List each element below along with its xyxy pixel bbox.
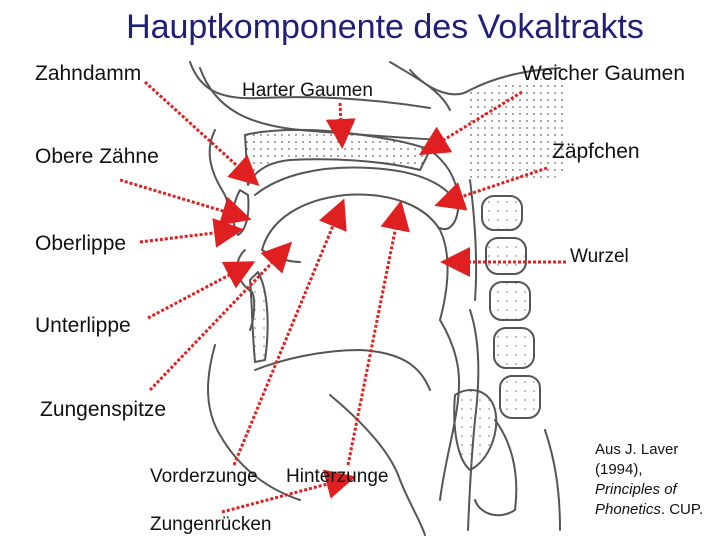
- source-line-4: Phonetics. CUP.: [595, 500, 703, 520]
- arrow-vorderzunge: [232, 198, 347, 466]
- source-line-2: (1994),: [595, 461, 643, 478]
- label-weicher-gaumen: Weicher Gaumen: [522, 62, 686, 85]
- source-line-3: Principles of: [595, 481, 677, 498]
- pointer-arrows: [119, 80, 566, 514]
- arrow-harter-gaumen: [325, 102, 356, 149]
- label-zungenruecken: Zungenrücken: [150, 514, 272, 535]
- arrow-zaepfchen: [434, 166, 548, 211]
- label-obere-zaehne: Obere Zähne: [35, 145, 159, 168]
- label-vorderzunge: Vorderzunge: [150, 466, 258, 487]
- label-oberlippe: Oberlippe: [35, 232, 127, 255]
- source-citation: Aus J. Laver (1994), Principles of Phone…: [595, 440, 703, 520]
- arrow-zungenruecken: [221, 469, 356, 514]
- label-harter-gaumen: Harter Gaumen: [242, 80, 373, 101]
- arrow-obere-zaehne: [119, 178, 252, 226]
- arrow-zungenspitze: [148, 241, 293, 392]
- label-zungenspitze: Zungenspitze: [40, 398, 167, 421]
- arrow-hinterzunge: [346, 200, 410, 466]
- label-zaepfchen: Zäpfchen: [552, 140, 640, 163]
- vocal-tract-drawing: [189, 61, 565, 536]
- label-zahndamm: Zahndamm: [35, 62, 142, 85]
- source-line-1: Aus J. Laver: [595, 441, 679, 458]
- arrow-unterlippe: [147, 261, 256, 320]
- label-wurzel: Wurzel: [570, 246, 629, 267]
- arrow-oberlippe: [139, 218, 244, 248]
- label-unterlippe: Unterlippe: [35, 314, 131, 337]
- source-publisher: . CUP.: [660, 501, 704, 518]
- arrow-weicher-gaumen: [418, 90, 523, 156]
- diagram-title: Hauptkomponente des Vokaltrakts: [126, 8, 644, 46]
- label-hinterzunge: Hinterzunge: [286, 466, 389, 487]
- source-book-title: Phonetics: [595, 501, 661, 518]
